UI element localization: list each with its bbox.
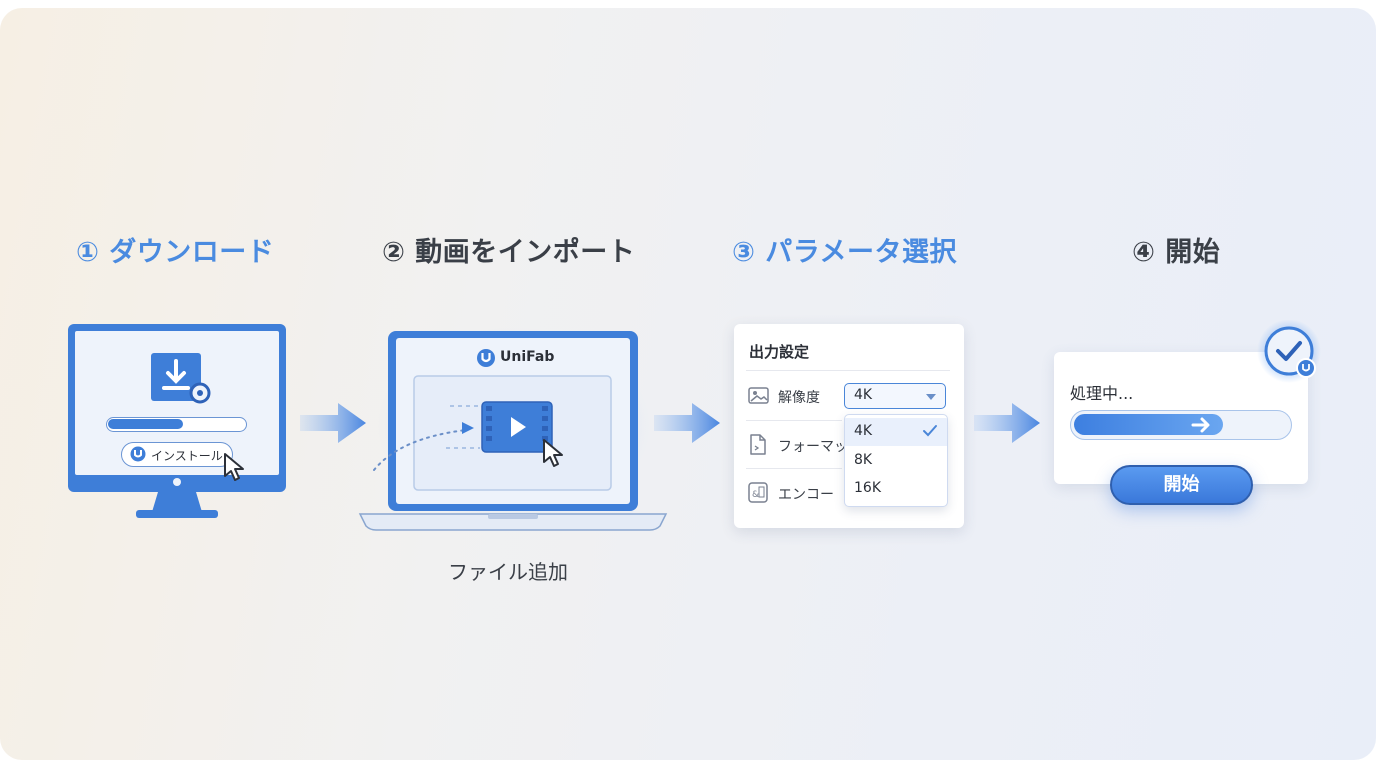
install-label: インストール (151, 449, 223, 463)
dropdown-option[interactable]: 16K (854, 480, 881, 496)
panel-title: 出力設定 (749, 343, 810, 361)
resolution-dropdown: 4K 8K 16K (844, 414, 948, 507)
encoder-icon: & (748, 482, 768, 503)
svg-text:&: & (752, 490, 759, 500)
divider (746, 370, 950, 371)
output-settings-panel: 出力設定 解像度 4K フォーマッ & エンコー 4K (734, 324, 964, 528)
cursor-icon (543, 439, 563, 467)
image-icon (748, 387, 769, 404)
video-file-icon (481, 401, 553, 453)
check-badge-icon (1257, 320, 1321, 383)
arrow-right-icon (1191, 417, 1210, 433)
check-icon (923, 425, 937, 437)
arrow-right-icon (974, 403, 1040, 443)
cursor-icon (224, 453, 244, 481)
encoder-label: エンコー (778, 487, 834, 503)
step-1-title: ① ダウンロード (76, 237, 275, 268)
format-label: フォーマッ (778, 439, 848, 455)
divider (746, 468, 842, 469)
unifab-logo-icon (477, 349, 495, 367)
chevron-down-icon (926, 394, 936, 400)
file-icon (750, 434, 766, 455)
step-2-title: ② 動画をインポート (382, 237, 636, 268)
processing-card: 処理中... (1054, 352, 1308, 484)
processing-status: 処理中... (1070, 384, 1134, 403)
processing-progress-bar (1070, 410, 1292, 440)
divider (746, 420, 842, 421)
arrow-right-icon (300, 403, 366, 443)
dropdown-option[interactable]: 8K (854, 452, 873, 468)
download-progress-fill (108, 419, 183, 429)
download-icon (151, 353, 211, 404)
step-3-title: ③ パラメータ選択 (732, 237, 957, 268)
start-button[interactable]: 開始 (1110, 465, 1253, 505)
dropdown-option[interactable]: 4K (845, 418, 947, 446)
import-motion-lines (373, 405, 480, 471)
arrow-right-icon (654, 403, 720, 443)
unifab-logo-icon (130, 446, 146, 462)
processing-progress-fill (1074, 414, 1223, 435)
resolution-select[interactable]: 4K (844, 383, 946, 409)
resolution-label: 解像度 (778, 390, 820, 406)
resolution-selected-value: 4K (854, 387, 873, 403)
brand-name: UniFab (500, 349, 555, 365)
add-file-caption: ファイル追加 (448, 560, 568, 584)
download-progress-bar (106, 417, 247, 432)
install-button[interactable]: インストール (121, 442, 233, 467)
step-4-title: ④ 開始 (1132, 237, 1221, 268)
diagram-canvas: ① ダウンロード ② 動画をインポート ③ パラメータ選択 ④ 開始 インストー… (0, 8, 1376, 760)
